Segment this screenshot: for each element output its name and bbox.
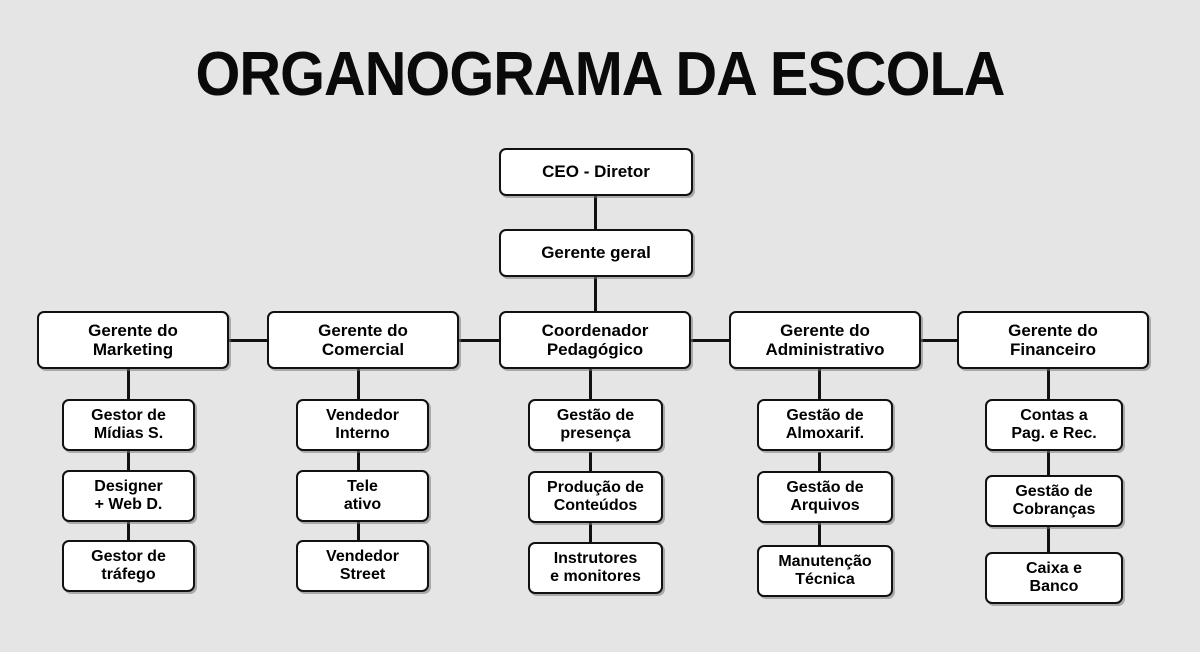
node-ceo-label: CEO - Diretor — [542, 162, 650, 182]
node-manager-marketing-label: Gerente do Marketing — [88, 320, 178, 359]
node-marketing-child-1[interactable]: Gestor de Mídias S. — [62, 399, 195, 451]
node-manager-financeiro-label: Gerente do Financeiro — [1008, 320, 1098, 359]
page-title: ORGANOGRAMA DA ESCOLA — [195, 40, 1005, 109]
node-ceo[interactable]: CEO - Diretor — [499, 148, 693, 196]
node-pedagogico-child-1-label: Gestão de presença — [556, 407, 635, 442]
node-pedagogico-child-2-label: Produção de Conteúdos — [547, 479, 644, 514]
node-comercial-child-2[interactable]: Tele ativo — [296, 470, 429, 522]
node-administrativo-child-1[interactable]: Gestão de Almoxarif. — [757, 399, 893, 451]
node-marketing-child-3[interactable]: Gestor de tráfego — [62, 540, 195, 592]
node-financeiro-child-3[interactable]: Caixa e Banco — [985, 552, 1123, 604]
connector-pedagogico-to-child-1 — [589, 368, 592, 400]
connector-pedagogico-child-2-3 — [589, 523, 592, 545]
node-administrativo-child-2-label: Gestão de Arquivos — [786, 479, 864, 514]
connector-financeiro-child-1-2 — [1047, 450, 1050, 476]
connector-mgr-pedagogico-administrativo — [688, 339, 732, 342]
connector-mgr-marketing-comercial — [228, 339, 272, 342]
node-comercial-child-1-label: Vendedor Interno — [326, 407, 399, 442]
connector-financeiro-child-2-3 — [1047, 527, 1050, 553]
node-comercial-child-1[interactable]: Vendedor Interno — [296, 399, 429, 451]
connector-administrativo-child-2-3 — [818, 523, 821, 548]
node-manager-financeiro[interactable]: Gerente do Financeiro — [957, 311, 1149, 369]
node-manager-comercial-label: Gerente do Comercial — [318, 320, 408, 359]
node-manager-administrativo-label: Gerente do Administrativo — [765, 320, 885, 359]
node-marketing-child-2-label: Designer + Web D. — [94, 478, 163, 513]
connector-marketing-to-child-1 — [127, 368, 130, 400]
connector-general-to-pedagogico — [594, 276, 597, 312]
connector-comercial-child-2-3 — [357, 520, 360, 542]
node-financeiro-child-2[interactable]: Gestão de Cobranças — [985, 475, 1123, 527]
connector-administrativo-child-1-2 — [818, 452, 821, 474]
node-administrativo-child-1-label: Gestão de Almoxarif. — [785, 407, 865, 442]
node-manager-marketing[interactable]: Gerente do Marketing — [37, 311, 229, 369]
connector-administrativo-to-child-1 — [818, 368, 821, 400]
node-marketing-child-3-label: Gestor de tráfego — [91, 548, 166, 583]
connector-marketing-child-1-2 — [127, 450, 130, 472]
node-pedagogico-child-2[interactable]: Produção de Conteúdos — [528, 471, 663, 523]
node-marketing-child-2[interactable]: Designer + Web D. — [62, 470, 195, 522]
node-manager-administrativo[interactable]: Gerente do Administrativo — [729, 311, 921, 369]
node-gerente-geral[interactable]: Gerente geral — [499, 229, 693, 277]
node-comercial-child-3-label: Vendedor Street — [326, 548, 399, 583]
node-comercial-child-3[interactable]: Vendedor Street — [296, 540, 429, 592]
node-financeiro-child-2-label: Gestão de Cobranças — [1012, 483, 1096, 518]
node-pedagogico-child-3[interactable]: Instrutores e monitores — [528, 542, 663, 594]
node-financeiro-child-3-label: Caixa e Banco — [1025, 560, 1083, 595]
node-manager-comercial[interactable]: Gerente do Comercial — [267, 311, 459, 369]
node-financeiro-child-1-label: Contas a Pag. e Rec. — [1011, 407, 1097, 442]
connector-ceo-to-general — [594, 196, 597, 232]
node-manager-pedagogico[interactable]: Coordenador Pedagógico — [499, 311, 691, 369]
node-pedagogico-child-3-label: Instrutores e monitores — [550, 550, 641, 585]
connector-pedagogico-child-1-2 — [589, 452, 592, 474]
connector-comercial-to-child-1 — [357, 368, 360, 400]
node-comercial-child-2-label: Tele ativo — [343, 478, 382, 513]
node-gerente-geral-label: Gerente geral — [541, 243, 651, 263]
connector-financeiro-to-child-1 — [1047, 368, 1050, 400]
node-administrativo-child-3-label: Manutenção Técnica — [778, 553, 872, 588]
connector-mgr-administrativo-financeiro — [918, 339, 962, 342]
node-pedagogico-child-1[interactable]: Gestão de presença — [528, 399, 663, 451]
node-financeiro-child-1[interactable]: Contas a Pag. e Rec. — [985, 399, 1123, 451]
connector-marketing-child-2-3 — [127, 520, 130, 542]
node-administrativo-child-2[interactable]: Gestão de Arquivos — [757, 471, 893, 523]
connector-comercial-child-1-2 — [357, 450, 360, 472]
node-marketing-child-1-label: Gestor de Mídias S. — [91, 407, 166, 442]
node-administrativo-child-3[interactable]: Manutenção Técnica — [757, 545, 893, 597]
connector-mgr-comercial-pedagogico — [458, 339, 502, 342]
node-manager-pedagogico-label: Coordenador Pedagógico — [541, 320, 649, 359]
